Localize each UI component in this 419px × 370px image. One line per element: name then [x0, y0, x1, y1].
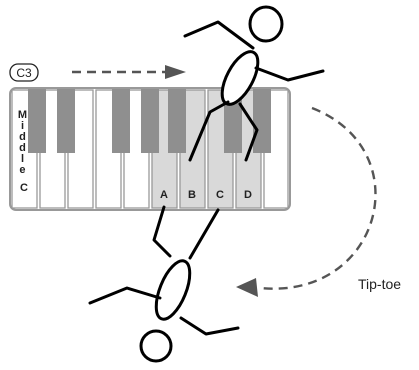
key-label-c: C — [216, 189, 224, 201]
stick-figure-upper — [183, 5, 325, 162]
black-keys — [28, 89, 271, 153]
return-arrow — [236, 106, 377, 297]
black-key — [57, 89, 75, 153]
key-label-b: B — [188, 189, 196, 201]
black-key — [168, 89, 186, 153]
black-key — [112, 89, 130, 153]
key-label-d: D — [244, 189, 252, 201]
keyboard: M i d d l e C A B C D — [9, 87, 291, 211]
stick-figure-lower — [88, 205, 240, 363]
black-key — [28, 89, 46, 153]
key-label-a: A — [160, 189, 168, 201]
octave-badge-label: C3 — [16, 66, 32, 80]
tip-toe-annotation: Tip-toe — [358, 276, 401, 292]
octave-badge: C3 — [9, 63, 39, 82]
white-key — [95, 89, 122, 209]
middle-c-label: M i d d l e C — [18, 109, 30, 194]
slide-arrow — [72, 65, 186, 79]
black-key — [253, 89, 271, 153]
black-key — [141, 89, 159, 153]
